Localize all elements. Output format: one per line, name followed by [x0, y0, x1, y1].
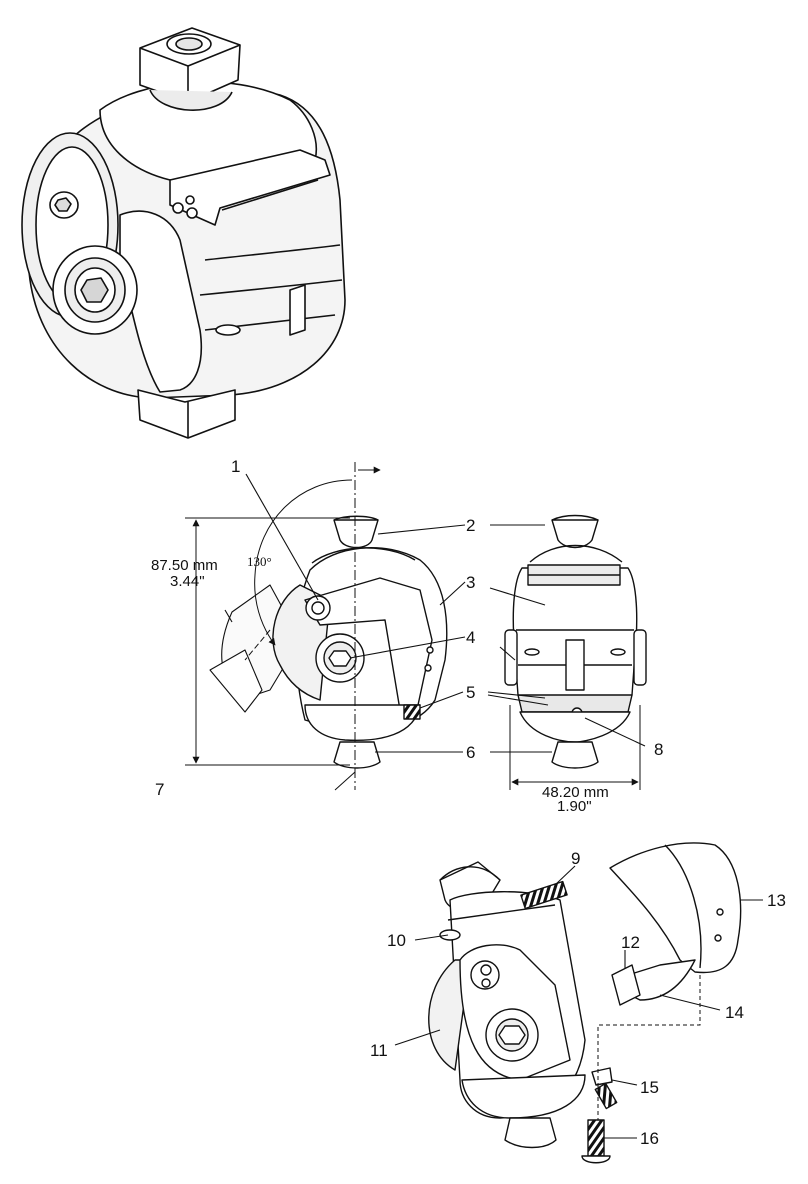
front-view [504, 514, 647, 769]
side-view-bottom-pyramid [333, 741, 381, 769]
callout-3-side: 3 [466, 573, 475, 592]
dimension-labels: 87.50 mm 3.44" 48.20 mm 1.90" 130° [151, 554, 609, 815]
iso-bottom-pyramid-adapter [137, 389, 236, 439]
front-view-bottom-pyramid [551, 741, 599, 769]
callout-9: 9 [571, 849, 580, 868]
exploded-bolt-16 [581, 1119, 611, 1164]
callout-1: 1 [231, 457, 240, 476]
side-view-dimensions [185, 462, 381, 791]
isometric-view [21, 27, 346, 439]
iso-main-axle [52, 245, 138, 335]
side-view-set-screw [403, 704, 421, 720]
callout-5: 5 [466, 683, 475, 702]
callout-10: 10 [387, 931, 406, 950]
side-view-main-axle [315, 633, 365, 683]
callout-16: 16 [640, 1129, 659, 1148]
width-dimension-metric: 48.20 mm [542, 784, 609, 801]
flexion-angle-label: 130° [247, 554, 272, 569]
callout-2-side: 2 [466, 516, 475, 535]
exploded-strip-9 [520, 880, 568, 910]
callout-7: 7 [155, 780, 164, 799]
callout-4-side: 4 [466, 628, 475, 647]
side-view [209, 515, 448, 769]
exploded-screw-15 [591, 1067, 618, 1110]
exploded-view [428, 842, 742, 1164]
exploded-main-axle [485, 1008, 539, 1062]
front-view-dimensions [509, 705, 641, 790]
iso-top-pyramid-adapter [139, 27, 241, 111]
callout-15: 15 [640, 1078, 659, 1097]
front-view-left-boss [504, 629, 518, 686]
exploded-view-guides [597, 975, 701, 1120]
exploded-bottom-pyramid [504, 1117, 557, 1149]
callout-labels: 1 2 3 4 5 6 7 8 9 10 11 12 13 14 15 16 [155, 457, 786, 1148]
iso-upper-axle-bolt [49, 191, 79, 219]
callout-11: 11 [370, 1041, 388, 1060]
front-view-top-pyramid [529, 514, 623, 563]
callout-14: 14 [725, 1003, 744, 1022]
callout-13: 13 [767, 891, 786, 910]
callout-8: 8 [654, 740, 663, 759]
callout-6: 6 [466, 743, 475, 762]
height-dimension-metric: 87.50 mm [151, 557, 218, 574]
leader-lines [245, 473, 763, 1139]
side-view-top-pyramid [333, 515, 379, 549]
height-dimension-imperial: 3.44" [170, 573, 205, 590]
exploded-cover-13 [609, 842, 742, 974]
width-dimension-imperial: 1.90" [557, 798, 592, 815]
callout-12: 12 [621, 933, 640, 952]
exploded-disc [428, 959, 471, 1071]
exploded-part-12 [611, 964, 641, 1006]
front-view-right-boss [633, 629, 647, 686]
